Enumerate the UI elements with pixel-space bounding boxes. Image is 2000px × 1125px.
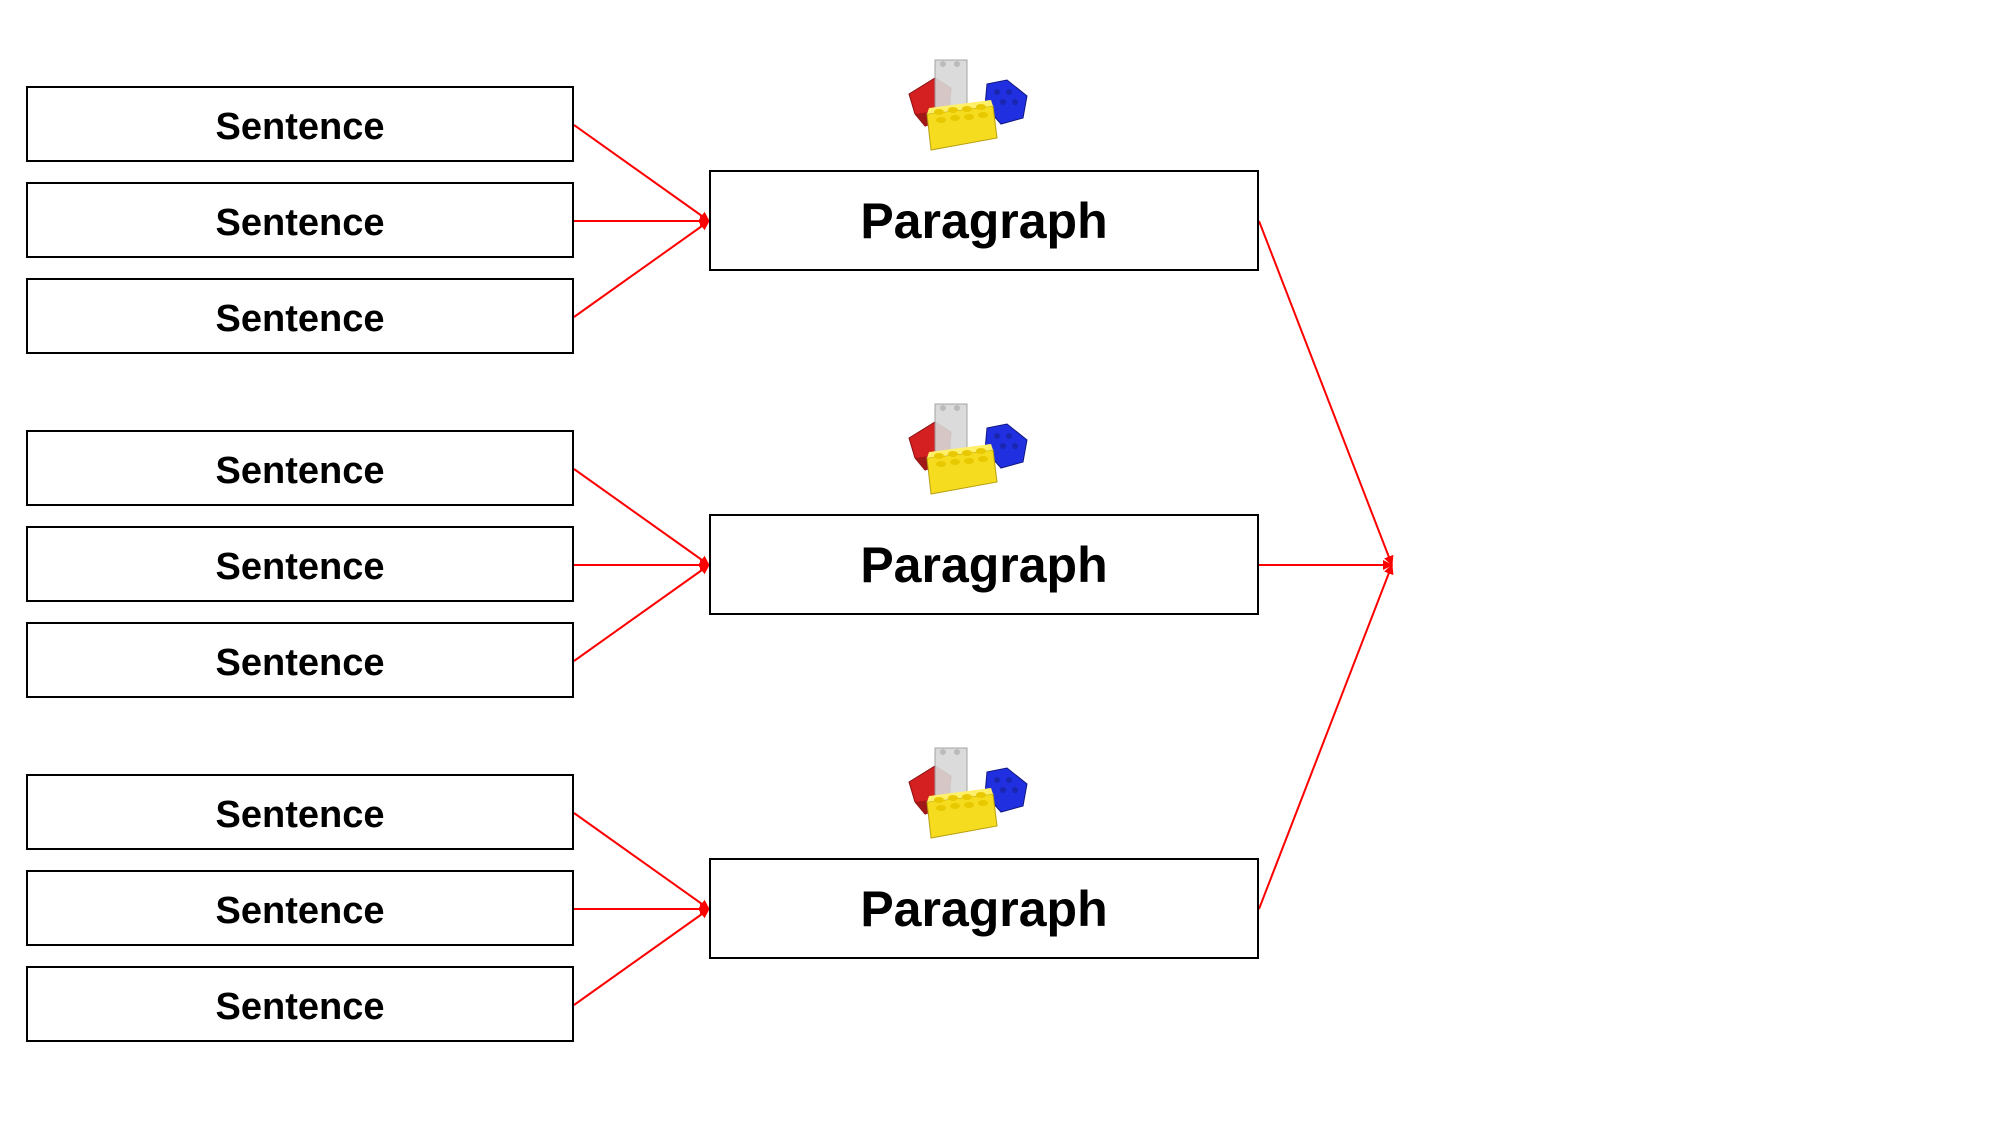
arrow-g1-s3	[573, 220, 710, 318]
arrow-g2-s3	[573, 564, 710, 662]
paragraph-box: Paragraph	[709, 170, 1259, 271]
arrow-paragraph-3	[1258, 564, 1394, 910]
sentence-box: Sentence	[26, 870, 574, 946]
arrow-g3-s1	[573, 812, 710, 910]
sentence-box: Sentence	[26, 622, 574, 698]
sentence-box: Sentence	[26, 774, 574, 850]
arrow-g1-s1	[573, 124, 710, 222]
arrow-paragraph-1	[1258, 220, 1394, 566]
paragraph-box: Paragraph	[709, 858, 1259, 959]
sentence-box: Sentence	[26, 86, 574, 162]
sentence-box: Sentence	[26, 278, 574, 354]
lego-bricks-icon	[908, 59, 1028, 151]
sentence-box: Sentence	[26, 966, 574, 1042]
sentence-box: Sentence	[26, 526, 574, 602]
lego-bricks-icon	[908, 403, 1028, 495]
sentence-box: Sentence	[26, 430, 574, 506]
arrow-g2-s1	[573, 468, 710, 566]
arrow-g3-s3	[573, 908, 710, 1006]
lego-bricks-icon	[908, 747, 1028, 839]
paragraph-box: Paragraph	[709, 514, 1259, 615]
sentence-box: Sentence	[26, 182, 574, 258]
